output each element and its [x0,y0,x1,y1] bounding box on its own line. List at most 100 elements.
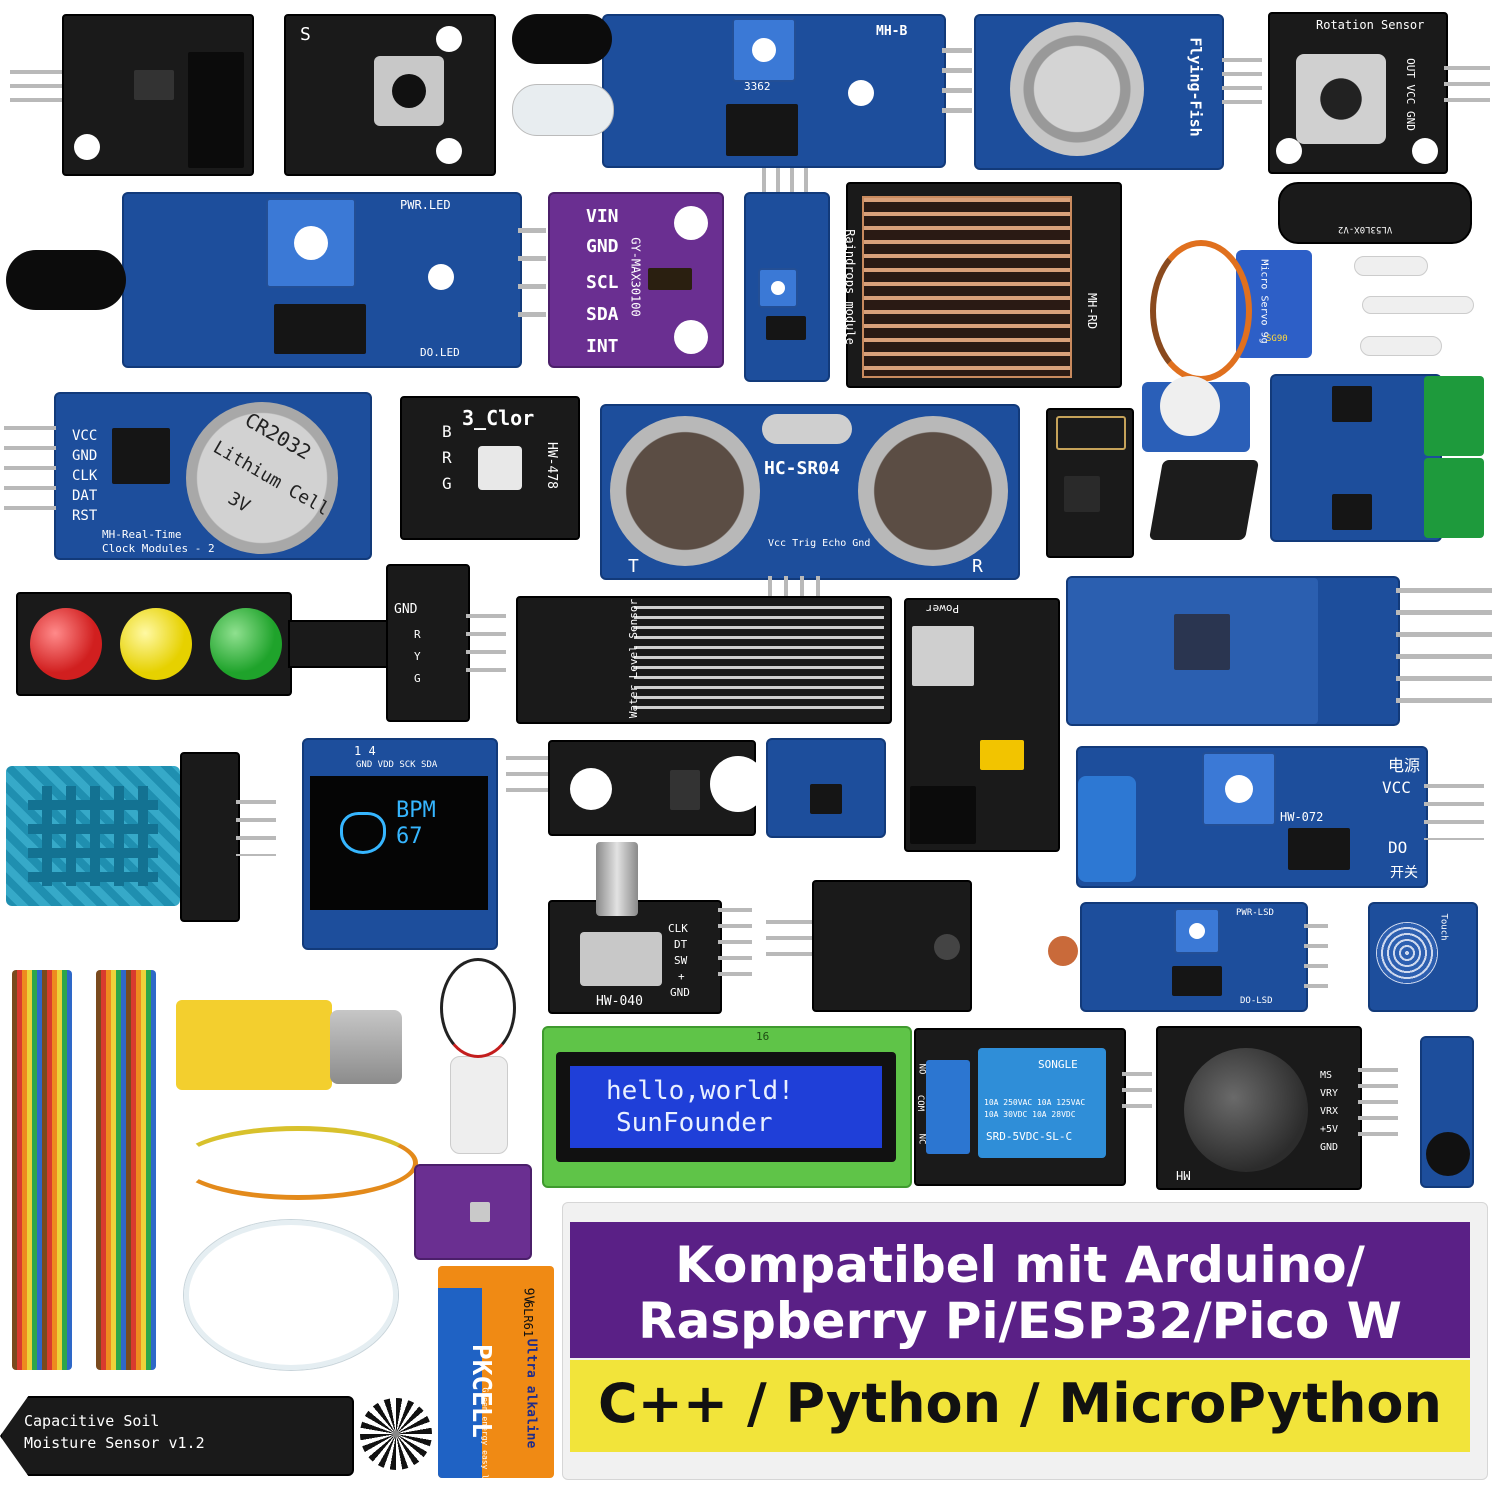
module-model: MH-RD [1085,292,1100,330]
sensor-chip [670,770,700,810]
pin-plus: + [678,970,685,983]
header-pins [236,800,276,856]
header-pins [942,48,972,114]
joy-pin-vrx: VRX [1320,1106,1339,1117]
pin-rst: RST [72,508,98,524]
coin-cell [186,402,338,554]
max30100-module: VIN GND SCL SDA INT GY-MAX30100 [548,192,724,368]
bmp280-module [414,1164,532,1260]
oled-bpm: BPM [396,798,436,823]
motor-driver-module [1270,374,1442,542]
header-pins [1358,1068,1398,1144]
module-name: 3_Clor [462,406,535,430]
gas-sensor-mesh [1010,22,1144,156]
pin-clk: CLK [668,922,688,935]
pin-gnd: GND [670,986,690,999]
mount-hole [674,320,708,354]
ultrasonic-sensor-module: HC-SR04 Vcc Trig Echo Gnd T R [600,404,1020,580]
lcd-module: 16 hello,world! SunFounder [542,1026,912,1188]
slot-sensor-module [62,14,254,176]
encoder-shaft [596,842,638,916]
sensor-cable [178,1126,418,1200]
dc-jack [910,786,976,844]
pin-gnd: GND [72,448,98,464]
battery-9v: 9V 6LR61 PKCELL Ultra alkaline Green ene… [438,1266,554,1478]
potentiometer [732,18,796,82]
voltage-regulator [980,740,1024,770]
module-name-2: Clock Modules - 2 [102,542,215,555]
flame-receiver [6,250,126,310]
servo-label: Micro Servo 9g [1258,259,1270,344]
comparator-chip [274,304,366,354]
dht11-sensor [6,766,180,906]
dht-board [180,752,240,922]
servo-horn [1354,256,1428,276]
ir-emitter [512,84,614,136]
header-pins [1396,588,1492,716]
pin-dat: DAT [72,488,98,504]
jumper-wires [12,970,72,1370]
comparator-chip [726,104,798,156]
rotation-sensor-module: Rotation Sensor OUT VCC GND [1268,12,1448,174]
buzzer-module [1420,1036,1474,1188]
header-pins [1122,1072,1152,1118]
joy-pin-gnd: GND [1320,1142,1339,1153]
relay-spec-1: 10A 250VAC 10A 125VAC [984,1098,1086,1107]
adc-chip [810,784,842,814]
pressure-sensor [470,1202,490,1222]
header-pins [718,908,752,984]
vibration-cylinder [1078,776,1136,882]
pin-g: G [442,474,452,493]
pcf8591-module [766,738,886,838]
joystick-brand: MH [1176,1168,1191,1182]
heart-icon [340,812,386,854]
touch-pad [1376,922,1438,984]
header-pins [518,228,546,340]
green-led [210,608,282,680]
receiver-label: R [972,556,983,577]
driver-chip [1332,386,1372,422]
banner-line-3: C++ / Python / MicroPython [598,1372,1442,1435]
pot-code: 3362 [744,80,771,93]
led-label-pwr: PWR-LSD [1236,908,1274,918]
gas-sensor-module: Flying-Fish [974,14,1224,170]
pin-labels: OUT VCC GND [1403,58,1417,131]
battery-subtitle: Green energy easy life [480,1387,490,1478]
pin-int: INT [586,336,619,357]
pin-vcc: VCC [1382,778,1411,797]
relay-model: SRD-5VDC-SL-C [986,1130,1073,1143]
lcd-bezel: hello,world! SunFounder [556,1052,896,1162]
traffic-light-module [16,592,292,696]
pin-gnd: GND [394,602,418,617]
sensor-hole [570,768,612,810]
touch-label: Touch [1438,913,1449,941]
pin-sda: SDA [586,304,619,325]
power-label-cn: 电源 [1388,756,1421,775]
buzzer [1426,1132,1470,1176]
pin-clk: CLK [72,468,98,484]
lcd-line-2: SunFounder [616,1108,773,1138]
rtc-module: CR2032 Lithium Cell 3V VCC GND CLK DAT R… [54,392,372,560]
compatibility-banner: Kompatibel mit Arduino/ Raspberry Pi/ESP… [570,1222,1470,1358]
motor-can [330,1010,402,1084]
potentiometer [1174,908,1220,954]
header-pins [10,70,62,110]
push-button-cap [392,74,426,108]
flame-sensor-large-module: PWR.LED DO.LED [122,192,522,368]
battery-type: Ultra alkaline [523,1338,539,1449]
sound-sensor-module [744,192,830,382]
pin-do: DO [1388,838,1408,857]
terminal-block [1424,376,1484,456]
esp01-module [1046,408,1134,558]
vibration-sensor-module: HW-072 电源 VCC DO 开关 [1076,746,1428,888]
joy-pin-vry: VRY [1320,1088,1339,1099]
banner-line-2: Raspberry Pi/ESP32/Pico W [638,1292,1402,1350]
encoder-disk [360,1398,432,1470]
transmitter-label: T [628,556,639,577]
rgb-led-module: 3_Clor HW-478 B R G [400,396,580,540]
pin-dt: DT [674,938,688,951]
module-model: HW-040 [596,994,643,1009]
ultrasonic-receiver [858,416,1008,566]
soil-moisture-sensor: Capacitive Soil Moisture Sensor v1.2 [0,1396,354,1476]
ir-receiver [512,14,612,64]
